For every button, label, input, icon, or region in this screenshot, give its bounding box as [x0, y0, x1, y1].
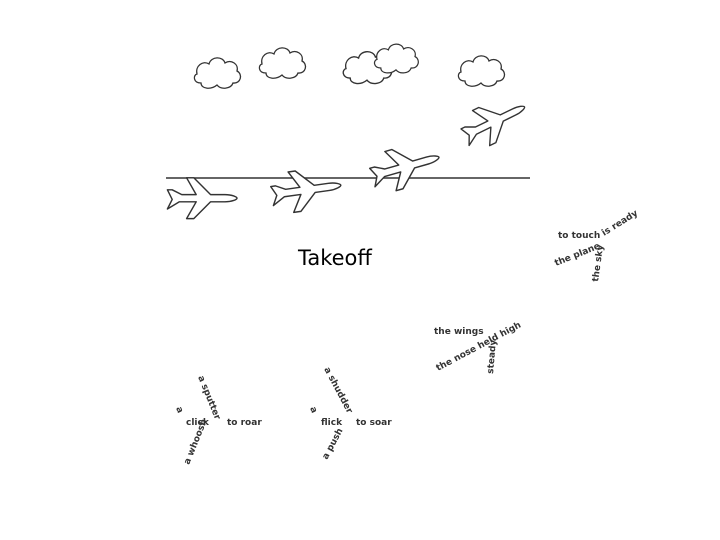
word-a: a [173, 405, 185, 414]
word-flick: flick [321, 418, 343, 428]
plane-3 [366, 138, 444, 196]
poem-soar: a shudder a flick to soar a push [307, 366, 392, 462]
page-title: Takeoff [298, 246, 372, 270]
plane-4 [456, 89, 533, 153]
plane-2 [269, 165, 344, 215]
poem-roar: a sputter a click to roar a whoosh [173, 374, 262, 466]
poem-plane-ready: to touch is ready the plane the sky [553, 209, 640, 283]
word-to-soar: to soar [356, 418, 392, 428]
word-is-ready: is ready [600, 209, 640, 239]
cloud-5 [458, 56, 504, 86]
word-a-push: a push [321, 427, 346, 462]
poem-nose-high: the wings the nose held high steady [434, 320, 523, 374]
word-a-sputter: a sputter [195, 374, 222, 421]
cloud-1 [194, 58, 240, 88]
word-to-touch: to touch [558, 231, 600, 241]
word-a: a [307, 405, 319, 414]
word-a-shudder: a shudder [321, 366, 354, 416]
cloud-2 [259, 48, 305, 78]
word-steady: steady [486, 339, 499, 374]
word-to-roar: to roar [227, 418, 262, 428]
plane-1 [167, 178, 237, 219]
word-the-wings: the wings [434, 327, 484, 337]
cloud-4 [375, 44, 419, 73]
